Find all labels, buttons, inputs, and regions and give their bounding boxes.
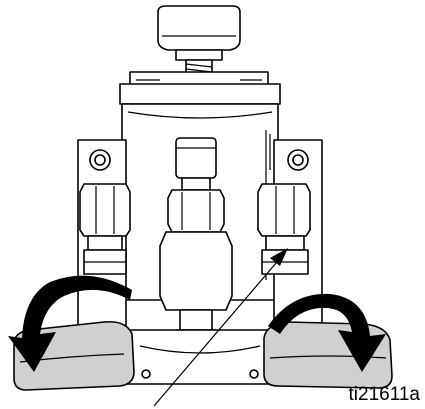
- center-fitting: [159, 137, 233, 371]
- pointer-arrow: [153, 248, 288, 407]
- lower-base: [119, 329, 281, 385]
- right-fitting: [257, 183, 311, 275]
- rotation-arrow-right: [268, 293, 386, 372]
- rotation-arrow-left: [8, 275, 132, 372]
- valve-handle-right: [263, 321, 393, 389]
- top-knob: [157, 5, 241, 61]
- upper-housing: [119, 71, 281, 105]
- left-fitting: [79, 183, 131, 275]
- figure-id-label: ti21611a: [349, 384, 421, 405]
